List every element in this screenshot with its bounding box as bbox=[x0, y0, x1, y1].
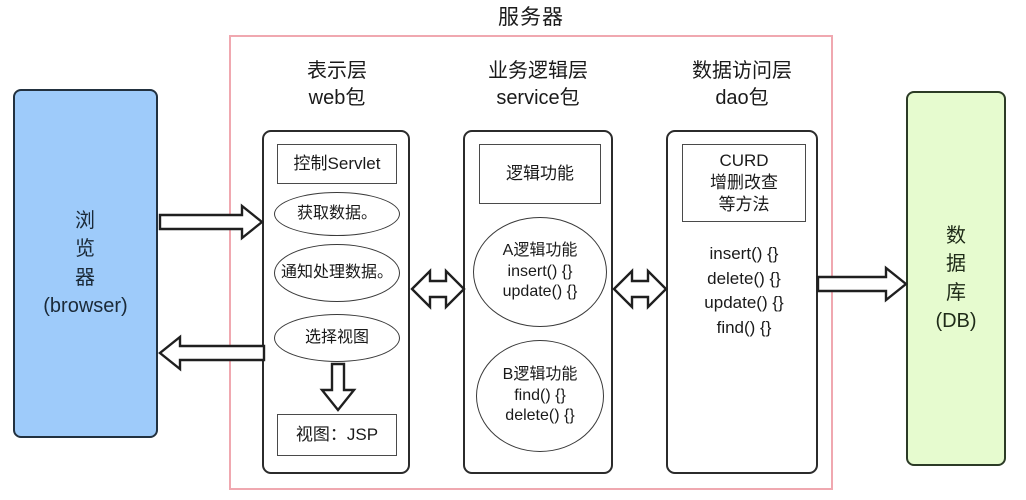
browser-node[interactable]: 浏 览 器 (browser) bbox=[13, 89, 158, 438]
browser-line-4: (browser) bbox=[43, 294, 128, 317]
server-boundary bbox=[229, 35, 833, 490]
service-node-logic-b[interactable]: B逻辑功能 find() {} delete() {} bbox=[476, 340, 604, 452]
database-label: 数 据 库 (DB) bbox=[935, 222, 976, 336]
layer-box-web[interactable]: 控制Servlet 获取数据。 通知处理数据。 选择视图 视图：JSP bbox=[262, 130, 410, 474]
service-node-logic-a[interactable]: A逻辑功能 insert() {} update() {} bbox=[473, 217, 607, 327]
layer-box-service[interactable]: 逻辑功能 A逻辑功能 insert() {} update() {} B逻辑功能… bbox=[463, 130, 613, 474]
web-controller-servlet[interactable]: 控制Servlet bbox=[277, 144, 397, 184]
arrow-browser-to-web bbox=[158, 203, 264, 241]
layer-box-dao[interactable]: CURD 增删改查 等方法 insert() {} delete() {} up… bbox=[666, 130, 818, 474]
dao-curd-box[interactable]: CURD 增删改查 等方法 bbox=[682, 144, 806, 222]
layer-title-dao-pkg: dao包 bbox=[715, 87, 769, 109]
browser-line-3: 器 bbox=[74, 266, 96, 289]
arrow-dao-to-database bbox=[816, 265, 908, 303]
layer-title-web-cn: 表示层 bbox=[307, 60, 367, 82]
layer-title-web: 表示层 web包 bbox=[262, 58, 412, 112]
database-line-1: 数 bbox=[945, 224, 966, 247]
browser-label: 浏 览 器 (browser) bbox=[43, 207, 127, 321]
layer-title-service-pkg: service包 bbox=[496, 87, 580, 109]
dao-method-list: insert() {} delete() {} update() {} find… bbox=[704, 244, 784, 337]
database-line-2: 据 bbox=[945, 253, 966, 276]
layer-title-service: 业务逻辑层 service包 bbox=[463, 58, 613, 112]
arrow-choose-view-to-jsp bbox=[319, 362, 357, 412]
layer-title-dao: 数据访问层 dao包 bbox=[666, 58, 818, 112]
service-logic-header[interactable]: 逻辑功能 bbox=[479, 144, 601, 204]
web-node-choose-view[interactable]: 选择视图 bbox=[274, 314, 400, 362]
database-line-3: 库 bbox=[945, 281, 966, 304]
layer-title-dao-cn: 数据访问层 bbox=[692, 60, 792, 82]
web-view-jsp[interactable]: 视图：JSP bbox=[277, 414, 397, 456]
database-line-4: (DB) bbox=[935, 309, 977, 332]
browser-line-2: 览 bbox=[74, 238, 96, 261]
server-title: 服务器 bbox=[498, 6, 564, 29]
browser-line-1: 浏 bbox=[74, 209, 96, 232]
layer-title-service-cn: 业务逻辑层 bbox=[488, 60, 588, 82]
layer-title-web-pkg: web包 bbox=[308, 87, 366, 109]
arrow-web-service-bidirectional bbox=[410, 268, 466, 310]
database-node[interactable]: 数 据 库 (DB) bbox=[906, 91, 1006, 466]
web-node-fetch-data[interactable]: 获取数据。 bbox=[274, 192, 400, 236]
arrow-service-dao-bidirectional bbox=[612, 268, 668, 310]
web-node-notify-process[interactable]: 通知处理数据。 bbox=[274, 244, 400, 302]
arrow-web-to-browser bbox=[158, 334, 266, 372]
